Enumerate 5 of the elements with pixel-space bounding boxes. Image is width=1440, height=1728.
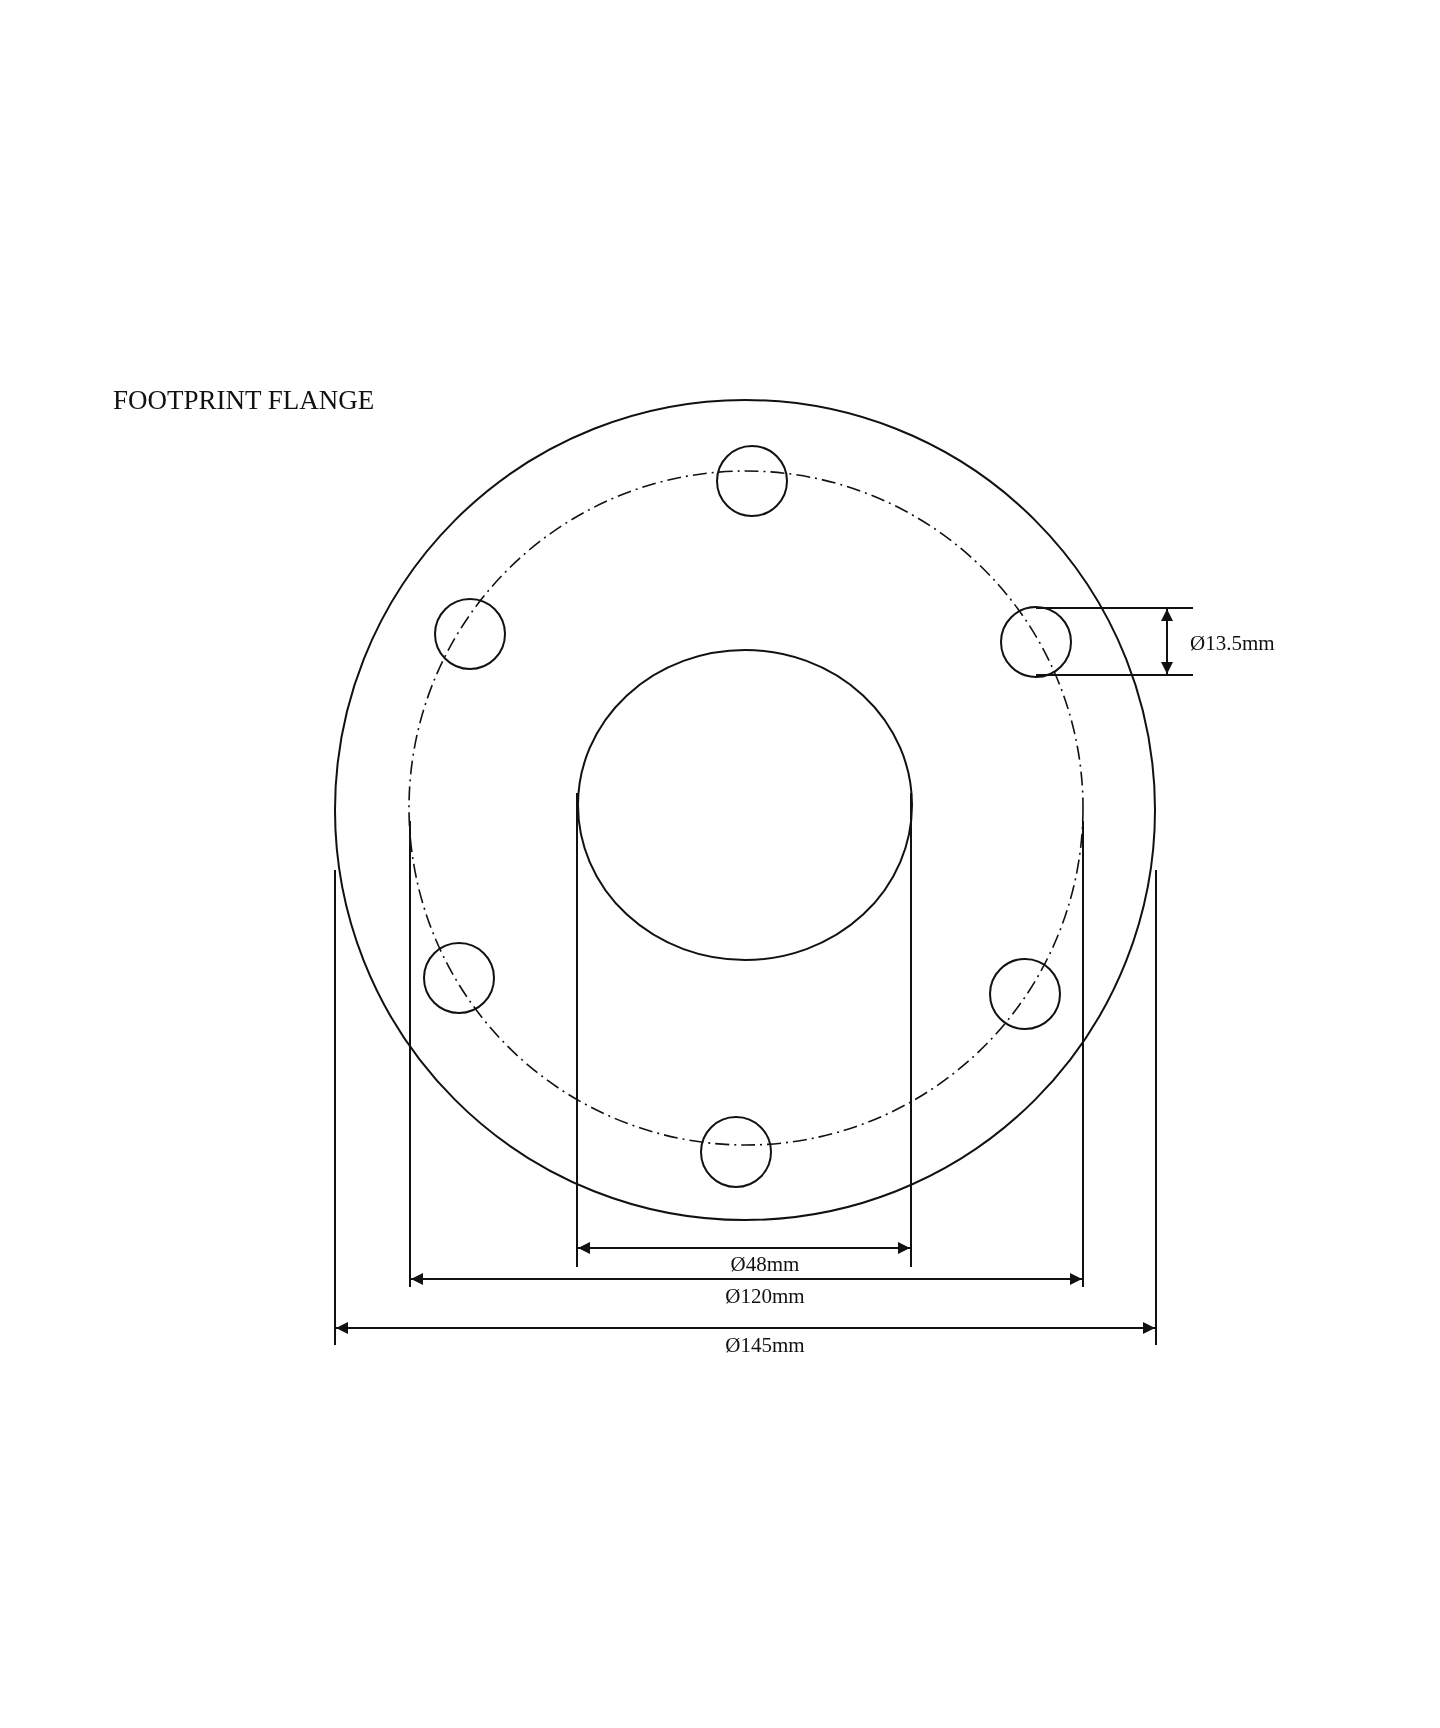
drawing-title: FOOTPRINT FLANGE bbox=[113, 387, 375, 414]
dimension-label: Ø145mm bbox=[725, 1334, 805, 1356]
dimension-label: Ø48mm bbox=[730, 1253, 800, 1275]
dimension-label: Ø120mm bbox=[725, 1285, 805, 1307]
dimension-label: Ø13.5mm bbox=[1190, 632, 1275, 654]
